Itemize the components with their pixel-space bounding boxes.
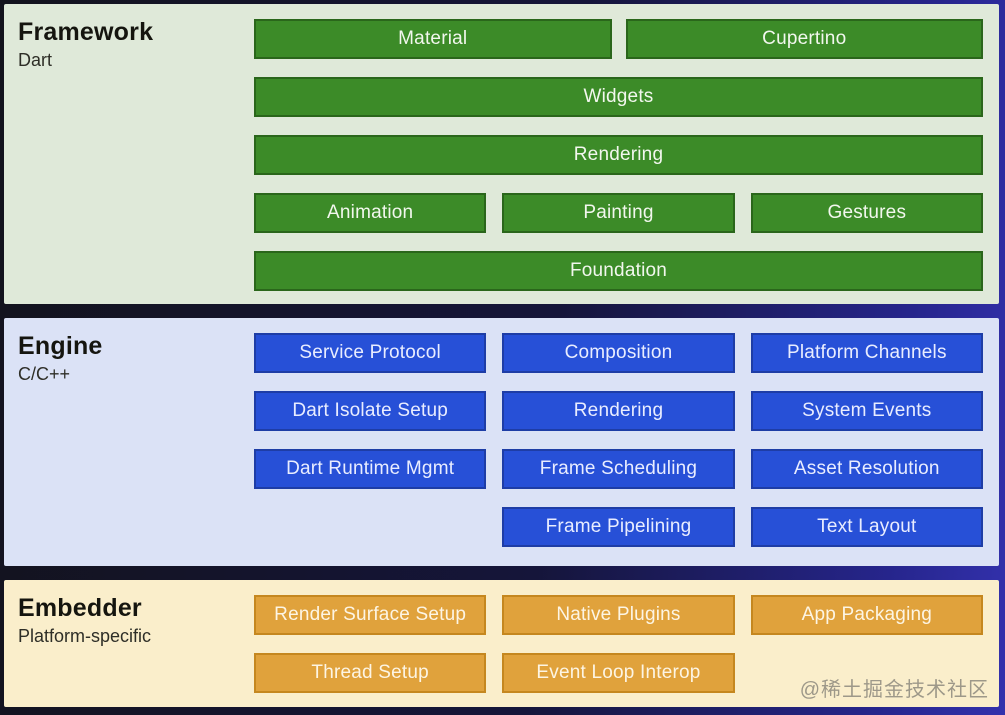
framework-block-cupertino: Cupertino	[625, 19, 983, 59]
embedder-block-event-loop-interop: Event Loop Interop	[502, 653, 735, 693]
engine-row-1: Service Protocol Composition Platform Chan…	[254, 333, 983, 373]
engine-block-asset-resolution: Asset Resolution	[750, 449, 983, 489]
engine-subtitle: C/C++	[18, 363, 71, 384]
embedder-layer: Embedder Platform-specific Render Surfac…	[4, 580, 999, 707]
embedder-title: Embedder	[18, 594, 142, 622]
engine-block-dart-runtime-mgmt: Dart Runtime Mgmt	[254, 449, 487, 489]
framework-label-column: Framework Dart	[18, 16, 254, 292]
embedder-subtitle: Platform-specific	[18, 625, 152, 646]
engine-block-rendering: Rendering	[502, 391, 735, 431]
embedder-row-2: Thread Setup Event Loop Interop	[254, 653, 983, 693]
engine-label-column: Engine C/C++	[18, 330, 254, 554]
engine-blocks: Service Protocol Composition Platform Chan…	[254, 330, 983, 554]
framework-block-painting: Painting	[502, 193, 735, 233]
framework-row-1: Material Cupertino	[254, 19, 983, 59]
framework-block-rendering: Rendering	[254, 135, 983, 175]
framework-block-widgets: Widgets	[254, 77, 983, 117]
engine-block-platform-channels: Platform Channels	[750, 333, 983, 373]
framework-row-4: Animation Painting Gestures	[254, 193, 983, 233]
framework-subtitle: Dart	[18, 49, 53, 70]
engine-block-system-events: System Events	[750, 391, 983, 431]
engine-block-service-protocol: Service Protocol	[254, 333, 487, 373]
engine-row-2: Dart Isolate Setup Rendering System Events	[254, 391, 983, 431]
framework-row-5: Foundation	[254, 251, 983, 291]
framework-block-foundation: Foundation	[254, 251, 983, 291]
engine-block-frame-scheduling: Frame Scheduling	[502, 449, 735, 489]
embedder-block-native-plugins: Native Plugins	[502, 595, 735, 635]
engine-layer: Engine C/C++ Service Protocol Composition…	[4, 318, 999, 566]
framework-block-animation: Animation	[254, 193, 487, 233]
framework-block-gestures: Gestures	[750, 193, 983, 233]
framework-title: Framework	[18, 18, 154, 46]
framework-row-2: Widgets	[254, 77, 983, 117]
embedder-block-thread-setup: Thread Setup	[254, 653, 487, 693]
embedder-row-1: Render Surface Setup Native Plugins App Pa…	[254, 595, 983, 635]
engine-row-4: Frame Pipelining Text Layout	[254, 507, 983, 547]
embedder-blocks: Render Surface Setup Native Plugins App Pa…	[254, 592, 983, 695]
engine-row-3: Dart Runtime Mgmt Frame Scheduling Asset R…	[254, 449, 983, 489]
engine-block-text-layout: Text Layout	[750, 507, 983, 547]
framework-block-material: Material	[254, 19, 612, 59]
framework-row-3: Rendering	[254, 135, 983, 175]
embedder-block-render-surface-setup: Render Surface Setup	[254, 595, 487, 635]
engine-block-dart-isolate-setup: Dart Isolate Setup	[254, 391, 487, 431]
engine-title: Engine	[18, 332, 103, 360]
engine-empty-cell	[254, 507, 486, 547]
embedder-block-app-packaging: App Packaging	[750, 595, 983, 635]
embedder-label-column: Embedder Platform-specific	[18, 592, 254, 695]
engine-block-frame-pipelining: Frame Pipelining	[502, 507, 735, 547]
engine-block-composition: Composition	[502, 333, 735, 373]
watermark: @稀土掘金技术社区	[799, 679, 989, 701]
